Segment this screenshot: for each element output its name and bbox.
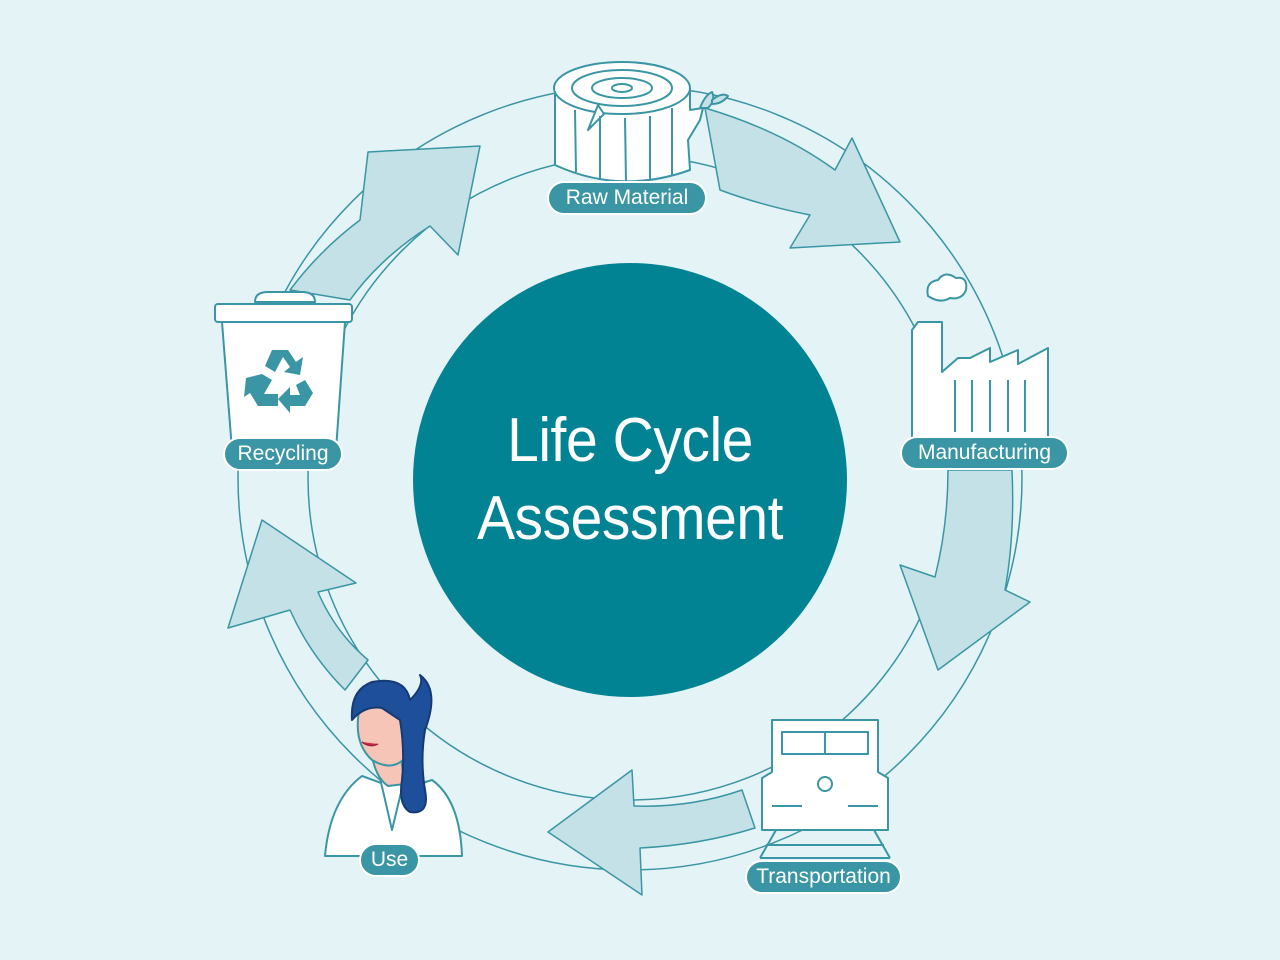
title-line-1: Life Cycle [507, 406, 753, 475]
label-manufacturing: Manufacturing [900, 436, 1069, 470]
label-raw-material: Raw Material [547, 181, 707, 215]
arrow-recycling-to-raw [289, 145, 481, 301]
label-recycling: Recycling [223, 437, 343, 471]
recycle-symbol [244, 350, 313, 413]
label-transportation: Transportation [745, 860, 902, 894]
recycling-bin-icon [214, 291, 353, 451]
arrow-manufacturing-to-transportation [899, 469, 1031, 671]
train-icon [759, 719, 891, 859]
person-icon [324, 674, 463, 857]
title-line-2: Assessment [476, 484, 784, 553]
arrow-use-to-recycling [227, 519, 369, 691]
center-title: Life Cycle Assessment [430, 263, 829, 697]
label-use: Use [359, 843, 420, 877]
tree-stump-icon [553, 61, 729, 183]
arrow-raw-to-manufacturing [704, 107, 901, 249]
center-circle [413, 263, 847, 697]
arrow-transportation-to-use [547, 769, 756, 896]
